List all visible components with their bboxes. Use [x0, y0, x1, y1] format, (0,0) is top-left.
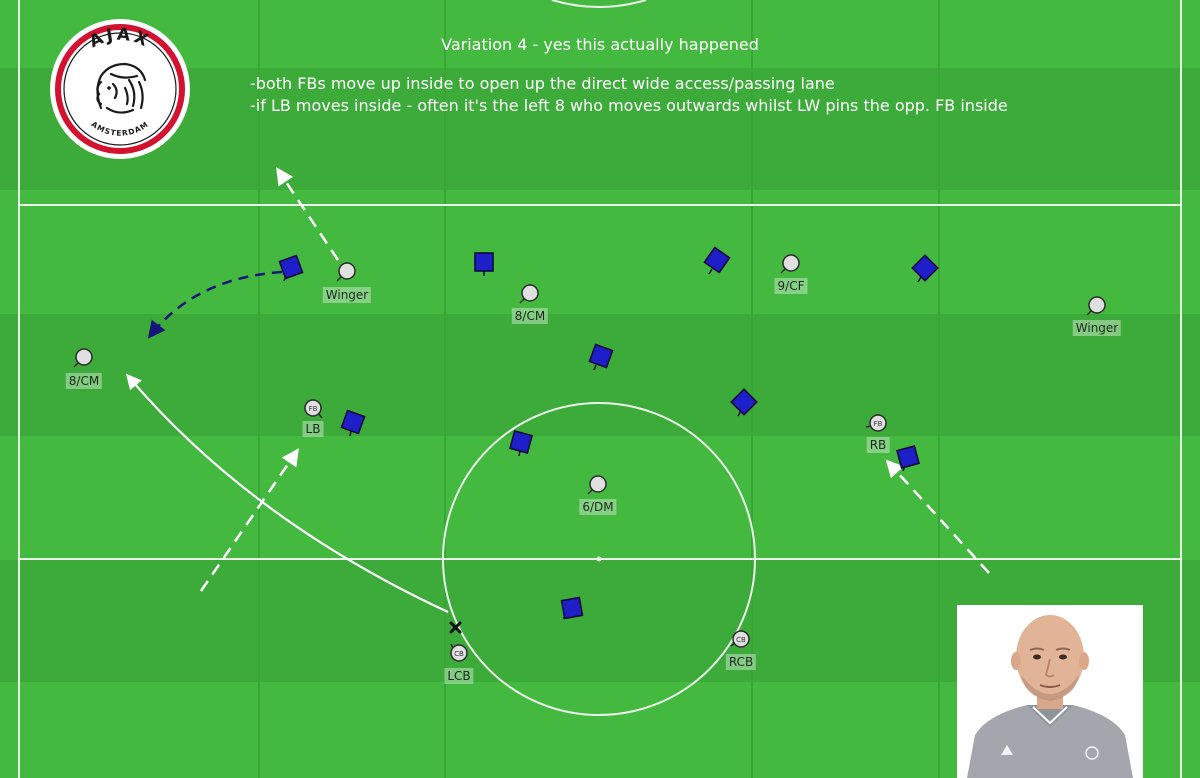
opponent-marker [911, 254, 939, 282]
pitch-markings [18, 0, 1182, 778]
opponent-marker [340, 409, 366, 435]
lb-run-arrow [199, 448, 299, 592]
player-label: Winger [1072, 320, 1122, 336]
opponent-marker [703, 246, 731, 274]
diagram-title: Variation 4 - yes this actually happened [441, 35, 759, 54]
x-marker-icon [449, 621, 462, 634]
player-badge: CB [736, 636, 746, 644]
player-badge: FB [309, 405, 318, 413]
zone-lines [258, 0, 940, 778]
player-ticks [73, 268, 1092, 649]
opponent-marker [508, 429, 534, 455]
opponent-marker [730, 388, 758, 416]
player-label: LB [302, 421, 324, 437]
opponent-marker [588, 343, 614, 369]
opponent-marker [474, 252, 494, 272]
player-label: RB [866, 437, 890, 453]
player-label: 8/CM [511, 308, 549, 324]
opponent-ticks [283, 268, 922, 619]
player-label: 8/CM [65, 373, 103, 389]
opponent-marker [895, 444, 921, 470]
opponent-marker [560, 596, 584, 620]
player-label: 6/DM [579, 499, 617, 515]
pitch-stripe [0, 314, 1200, 436]
player-badge: CB [454, 650, 464, 658]
note-line: -both FBs move up inside to open up the … [250, 74, 835, 93]
player-label: RCB [725, 654, 757, 670]
pitch-stripe [0, 68, 1200, 190]
pass-lane-arrow [276, 167, 340, 261]
players [75, 254, 1106, 662]
player-label: Winger [322, 287, 372, 303]
coach-portrait-icon [957, 605, 1143, 778]
player-label: LCB [444, 668, 474, 684]
opponents [278, 246, 939, 620]
opponent-marker [278, 254, 304, 280]
player-label: 9/CF [774, 278, 808, 294]
note-line: -if LB moves inside - often it's the lef… [250, 96, 1008, 115]
player-badge: FB [874, 420, 883, 428]
ajax-crest-icon: AJAX AMSTERDAM [50, 19, 190, 159]
center-spot [596, 556, 602, 562]
pass-arrow [126, 373, 449, 613]
cm-run-arrow [147, 270, 283, 339]
rb-run-arrow [885, 459, 990, 574]
